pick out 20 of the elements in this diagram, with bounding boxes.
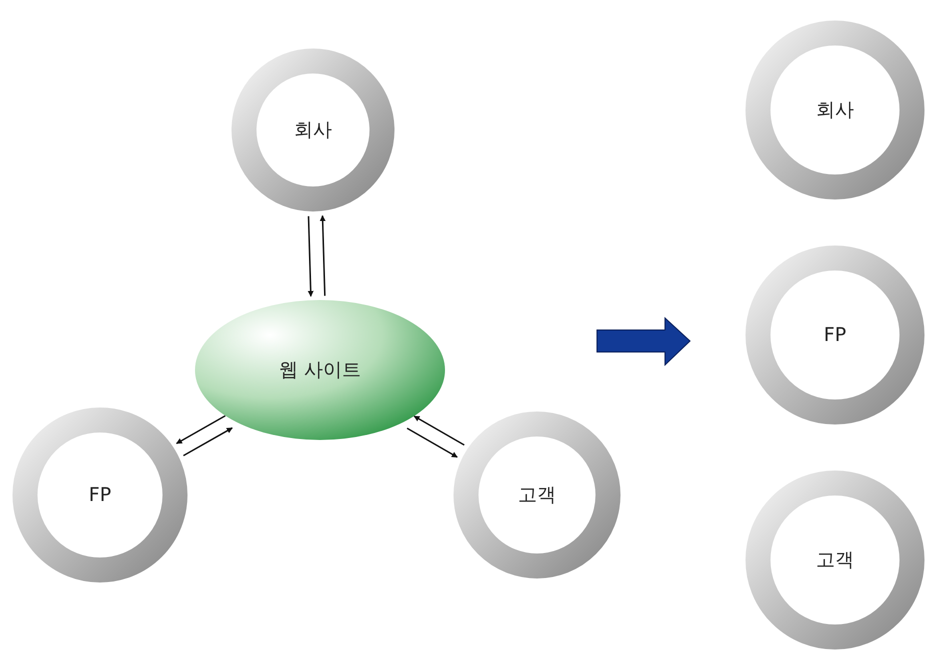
ring-node xyxy=(745,20,925,200)
arrow xyxy=(183,427,233,456)
node-label: 회사 xyxy=(293,118,333,143)
arrow xyxy=(308,216,314,297)
arrow xyxy=(320,215,326,296)
arrow xyxy=(406,428,458,458)
node-label: 회사 xyxy=(815,98,855,123)
node-label: FP xyxy=(88,484,112,506)
arrow xyxy=(414,415,465,446)
ring-node xyxy=(745,245,925,425)
arrow xyxy=(176,415,226,444)
node-label: 고객 xyxy=(517,483,557,508)
ring-node xyxy=(231,48,395,212)
node-label: 웹 사이트 xyxy=(278,358,362,383)
ellipse-node xyxy=(195,300,445,440)
node-label: 고객 xyxy=(815,548,855,573)
node-label: FP xyxy=(822,324,848,346)
ring-node xyxy=(453,411,621,579)
ring-node xyxy=(12,407,188,583)
ring-node xyxy=(745,470,925,650)
